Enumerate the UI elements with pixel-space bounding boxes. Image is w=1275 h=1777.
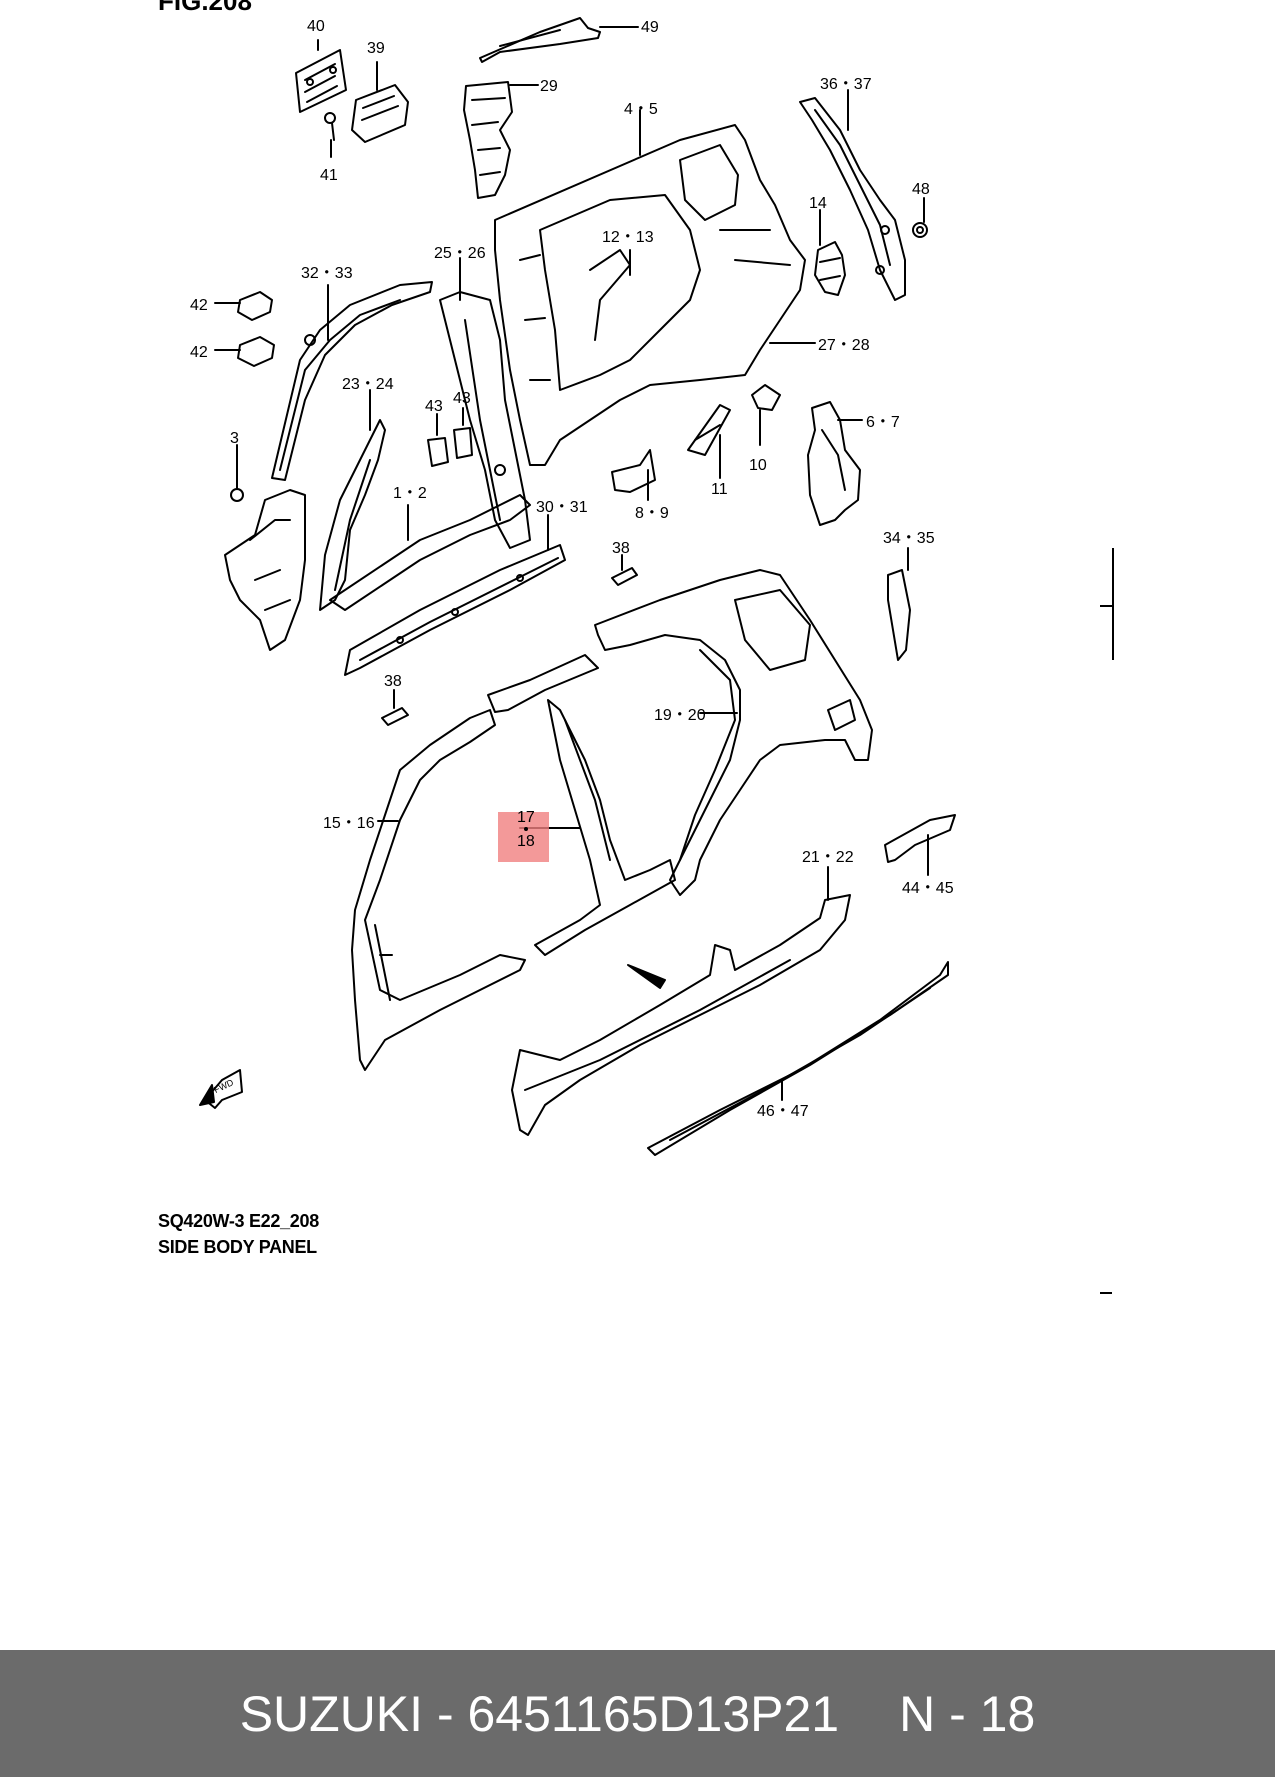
callout-43-a: 43: [425, 398, 443, 415]
callout-34-35: 34・35: [883, 530, 935, 547]
callout-27-28: 27・28: [818, 337, 870, 354]
callout-14: 14: [809, 195, 827, 212]
callout-32-33: 32・33: [301, 265, 353, 282]
fwd-arrow: [199, 1069, 243, 1109]
part-21-22-rocker: [511, 894, 851, 1136]
callout-10: 10: [749, 457, 767, 474]
part-41-screw: [324, 112, 336, 141]
callout-29: 29: [540, 78, 558, 95]
callout-42-b: 42: [190, 344, 208, 361]
callout-30-31: 30・31: [536, 499, 588, 516]
callout-38-a: 38: [612, 540, 630, 557]
callout-15-16: 15・16: [323, 815, 375, 832]
part-38-clip-a: [611, 567, 638, 586]
callout-1-2: 1・2: [393, 485, 427, 502]
callout-19-20: 19・20: [654, 707, 706, 724]
callout-17: 17: [517, 809, 535, 826]
footer-part-number: SUZUKI - 6451165D13P21: [239, 1685, 840, 1742]
part-43-pad-b: [453, 427, 473, 459]
callout-36-37: 36・37: [820, 76, 872, 93]
part-10: [751, 384, 781, 411]
part-1-2: [329, 494, 531, 611]
exploded-diagram: 40 39 49 29 41 4・5 36・37 48 14 12・13 25・…: [190, 17, 956, 1156]
callout-40: 40: [307, 18, 325, 35]
part-43-pad-a: [427, 437, 449, 467]
figure-title: SIDE BODY PANEL: [158, 1237, 317, 1257]
part-40-bracket: [295, 49, 347, 113]
callout-12-13: 12・13: [602, 229, 654, 246]
part-19-20-outer-quarter: [594, 569, 873, 896]
edge-mark-dash: [1100, 1292, 1112, 1294]
part-42-cap-b: [237, 336, 275, 367]
callout-21-22: 21・22: [802, 849, 854, 866]
part-3-bolt: [230, 464, 244, 502]
part-29: [463, 81, 513, 199]
part-42-cap-a: [237, 291, 273, 321]
callout-11: 11: [711, 481, 728, 498]
part-25-26: [439, 291, 531, 549]
callout-18: 18: [517, 833, 535, 850]
callout-3: 3: [230, 430, 239, 447]
part-49: [479, 17, 601, 63]
part-roof-strip-a: [487, 654, 599, 713]
part-15-16-outer-front: [351, 709, 526, 1071]
footer-position: N - 18: [899, 1685, 1036, 1742]
callout-23-24: 23・24: [342, 376, 394, 393]
part-8-9: [611, 449, 656, 493]
part-48-bolt: [912, 222, 928, 238]
part-11: [687, 404, 731, 456]
callout-42-a: 42: [190, 297, 208, 314]
callout-44-45: 44・45: [902, 880, 954, 897]
callout-48: 48: [912, 181, 930, 198]
edge-mark-tick: [1100, 605, 1112, 607]
part-36-37: [799, 97, 906, 301]
part-38-clip-b: [381, 707, 409, 726]
callout-25-26: 25・26: [434, 245, 486, 262]
figure-heading: FIG.208: [158, 0, 252, 16]
part-30-31: [344, 544, 566, 676]
callout-38-b: 38: [384, 673, 402, 690]
callout-43-b: 43: [453, 390, 471, 407]
part-23-24: [319, 419, 386, 611]
callout-labels: 40 39 49 29 41 4・5 36・37 48 14 12・13 25・…: [190, 18, 954, 1120]
part-34-35: [887, 569, 911, 661]
part-44-45: [884, 814, 956, 863]
part-4-5-quarter-inner: [494, 124, 806, 466]
direction-arrow: [627, 964, 666, 989]
highlight-17-18: [498, 812, 549, 862]
callout-39: 39: [367, 40, 385, 57]
part-14-hinge: [814, 241, 846, 296]
footer-bar: SUZUKI - 6451165D13P21 N - 18: [0, 1650, 1275, 1777]
part-17-18-b-pillar: [534, 699, 676, 956]
part-front-inner: [224, 489, 306, 651]
callout-4-5: 4・5: [624, 101, 658, 118]
part-46-47-sill: [647, 961, 949, 1156]
callout-46-47: 46・47: [757, 1103, 809, 1120]
callout-49: 49: [641, 19, 659, 36]
callout-8-9: 8・9: [635, 505, 669, 522]
edge-mark-vertical: [1112, 548, 1114, 660]
part-32-33: [271, 281, 433, 481]
part-39-lid: [351, 84, 409, 143]
figure-code: SQ420W-3 E22_208: [158, 1211, 319, 1231]
callout-6-7: 6・7: [866, 414, 900, 431]
callout-41: 41: [320, 167, 338, 184]
